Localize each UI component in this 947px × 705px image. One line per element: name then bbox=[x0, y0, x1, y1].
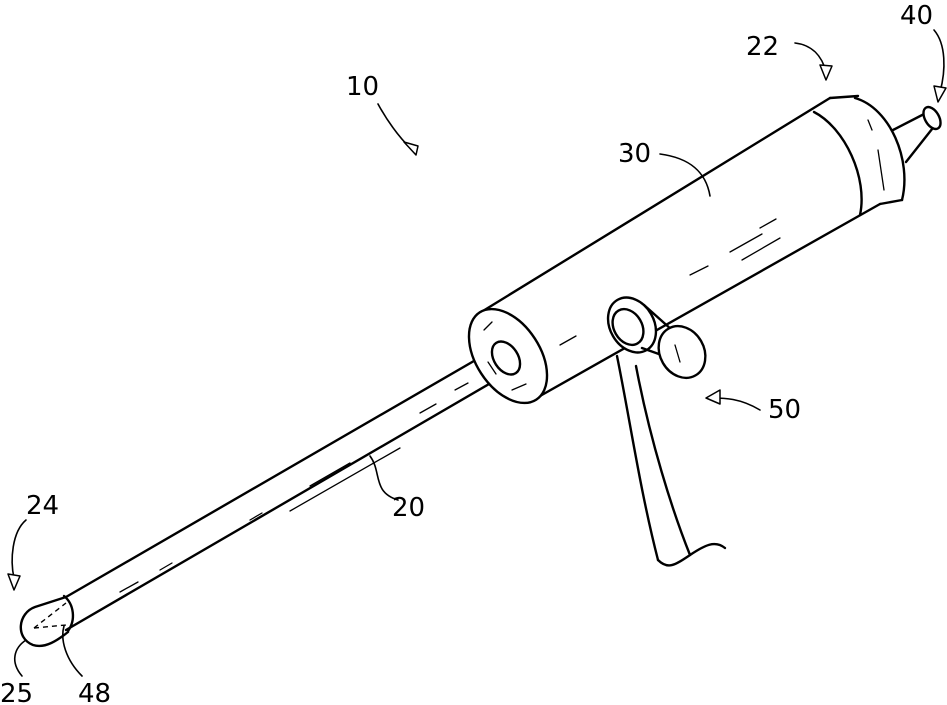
label-end-post: 40 bbox=[900, 1, 933, 31]
label-tip: 25 bbox=[0, 679, 33, 705]
label-tip-window: 48 bbox=[78, 679, 111, 705]
label-handle: 30 bbox=[618, 139, 651, 169]
label-proximal-end: 22 bbox=[746, 32, 779, 62]
connector bbox=[598, 289, 725, 566]
label-tip-end: 24 bbox=[26, 491, 59, 521]
label-shaft: 20 bbox=[392, 493, 425, 523]
shaft bbox=[66, 343, 520, 630]
tip bbox=[21, 596, 73, 646]
label-connector: 50 bbox=[768, 395, 801, 425]
label-device: 10 bbox=[346, 72, 379, 102]
